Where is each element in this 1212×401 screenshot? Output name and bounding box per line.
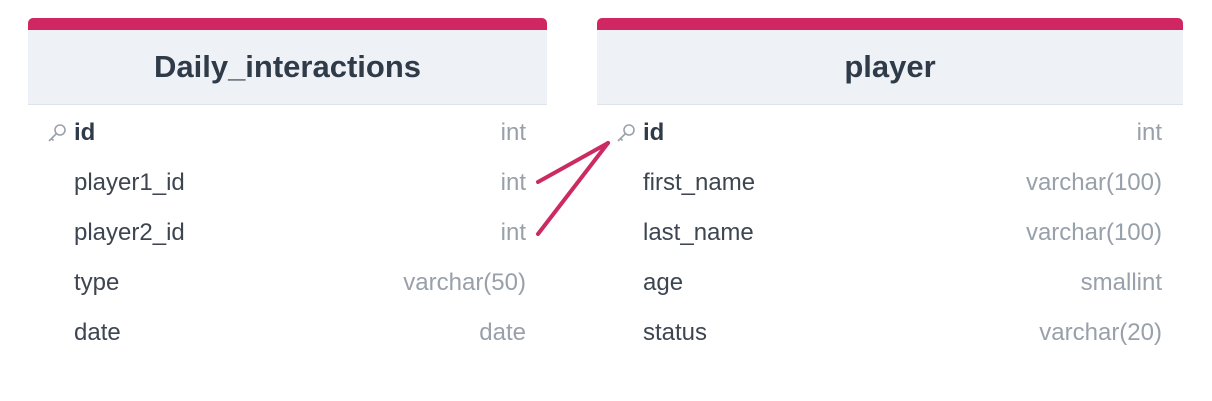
field-row-id[interactable]: id int: [28, 108, 547, 158]
field-row-last-name[interactable]: last_name varchar(100): [597, 208, 1183, 258]
field-row-player2-id[interactable]: player2_id int: [28, 208, 547, 258]
table-player[interactable]: player id int first_name varchar(100) la…: [597, 18, 1183, 358]
field-name: status: [643, 319, 708, 346]
field-type: smallint: [1080, 269, 1162, 296]
field-type: varchar(100): [1025, 219, 1162, 246]
field-row-player1-id[interactable]: player1_id int: [28, 158, 547, 208]
table-title: Daily_interactions: [153, 49, 422, 84]
field-name: player2_id: [74, 219, 185, 246]
field-type: int: [500, 219, 526, 246]
field-type: int: [500, 119, 526, 146]
field-type: varchar(50): [403, 269, 526, 296]
field-row-first-name[interactable]: first_name varchar(100): [597, 158, 1183, 208]
field-name: player1_id: [74, 169, 185, 196]
field-row-status[interactable]: status varchar(20): [597, 308, 1183, 358]
table-accent-bar: [28, 18, 547, 30]
field-name: id: [643, 119, 665, 146]
field-row-type[interactable]: type varchar(50): [28, 258, 547, 308]
key-icon: [617, 124, 635, 142]
field-type: varchar(100): [1025, 169, 1162, 196]
field-name: last_name: [643, 219, 754, 246]
field-type: varchar(20): [1039, 319, 1162, 346]
relation-line-player1[interactable]: [536, 141, 610, 184]
field-name: date: [74, 319, 121, 346]
key-icon: [48, 124, 66, 142]
table-header: player: [597, 30, 1183, 105]
field-row-id[interactable]: id int: [597, 108, 1183, 158]
table-accent-bar: [597, 18, 1183, 30]
table-title: player: [844, 49, 936, 84]
field-list: id int player1_id int player2_id int typ…: [28, 105, 547, 358]
field-type: date: [479, 319, 526, 346]
field-name: type: [74, 269, 120, 296]
field-type: int: [1136, 119, 1162, 146]
field-list: id int first_name varchar(100) last_name…: [597, 105, 1183, 358]
table-daily-interactions[interactable]: Daily_interactions id int player1_id int…: [28, 18, 547, 358]
field-type: int: [500, 169, 526, 196]
table-header: Daily_interactions: [28, 30, 547, 105]
relation-line-player2[interactable]: [536, 141, 610, 236]
field-row-age[interactable]: age smallint: [597, 258, 1183, 308]
field-name: first_name: [643, 169, 756, 196]
field-row-date[interactable]: date date: [28, 308, 547, 358]
field-name: age: [643, 269, 684, 296]
field-name: id: [74, 119, 96, 146]
